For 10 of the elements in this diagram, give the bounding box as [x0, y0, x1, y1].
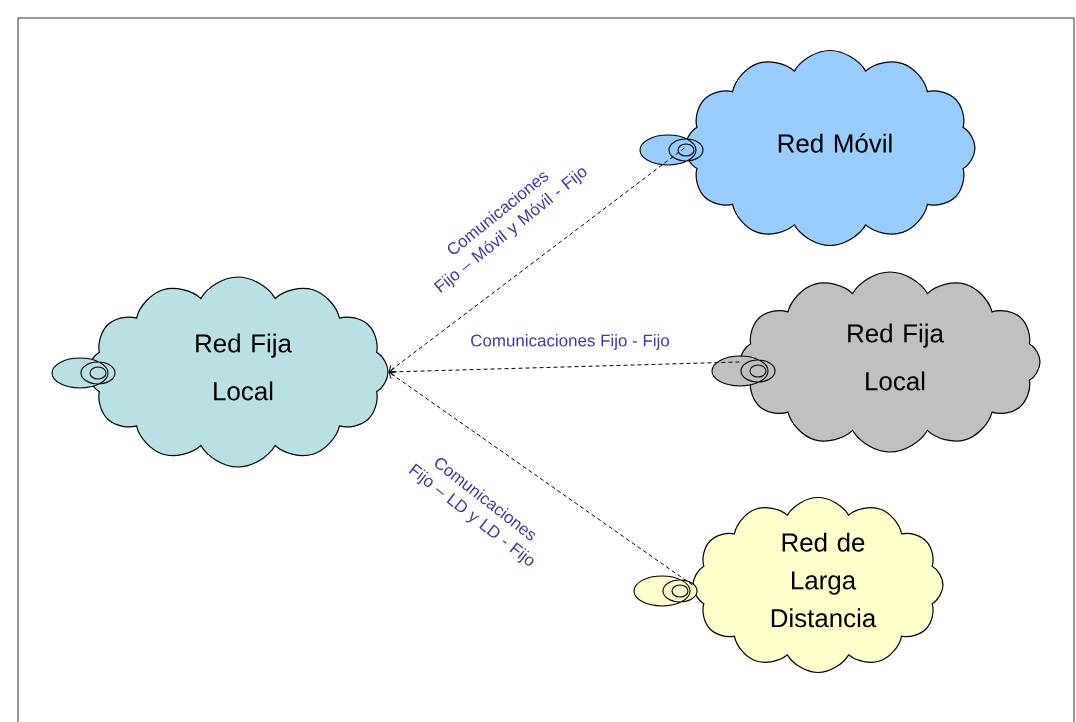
node-label: Red Fija Local — [196, 333, 292, 401]
node-label: Red de Larga Distancia — [771, 532, 877, 628]
node-label: Red Móvil — [778, 133, 892, 153]
node-label: Red Fija Local — [848, 323, 944, 391]
arrow — [388, 147, 685, 373]
cloud-shape — [739, 271, 1041, 453]
cloud-shape — [692, 496, 944, 674]
arrow — [388, 361, 740, 377]
edge-label: Comunicaciones Fijo - Fijo — [471, 334, 669, 350]
cloud-shape — [684, 49, 976, 247]
